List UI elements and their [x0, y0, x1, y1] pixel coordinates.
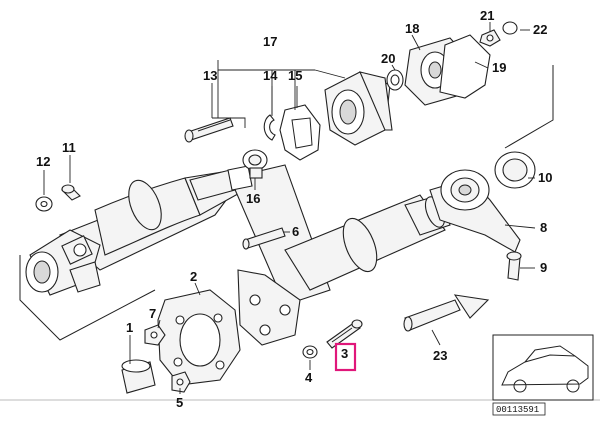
- sleeve-part-1: [121, 359, 156, 394]
- ring-part-20: [386, 69, 404, 91]
- inset-thumbnail: 00113591: [492, 334, 594, 416]
- nut-part-21: [479, 29, 501, 47]
- callout-2: 2: [190, 269, 197, 284]
- leader-lines: [43, 22, 536, 394]
- callout-6: 6: [292, 224, 299, 239]
- callout-1: 1: [126, 320, 133, 335]
- callout-13: 13: [203, 68, 217, 83]
- callout-15: 15: [288, 68, 302, 83]
- highlight-callout-3: [334, 342, 357, 372]
- reference-code: 00113591: [496, 405, 539, 415]
- callout-20: 20: [381, 51, 395, 66]
- seal-part-10: [494, 151, 536, 189]
- bolt-part-6: [242, 227, 286, 250]
- callout-3: 3: [341, 346, 348, 361]
- washer-part-4: [302, 345, 318, 359]
- ring-part-22: [502, 21, 518, 35]
- center-bearing-part-8: [429, 169, 521, 253]
- circlip-part-14: [263, 114, 276, 141]
- bolt-part-11: [61, 184, 81, 201]
- callout-14: 14: [263, 68, 278, 83]
- callout-23: 23: [433, 348, 447, 363]
- callout-5: 5: [176, 395, 183, 410]
- front-universal-joint: [25, 229, 101, 296]
- nut-part-7: [144, 324, 166, 346]
- callout-16: 16: [246, 191, 260, 206]
- callout-10: 10: [538, 170, 552, 185]
- bolt-part-3: [326, 319, 363, 349]
- inset-frame: [492, 334, 594, 401]
- rear-flange: [237, 269, 301, 346]
- callout-11: 11: [62, 140, 76, 155]
- front-shaft-end: [189, 165, 253, 201]
- washer-part-12: [35, 196, 53, 212]
- bolt-part-9: [506, 251, 522, 281]
- callout-labels: 1 2 3 4 5 6 7 8 9 10 11 12 13 14 15 16 1…: [36, 8, 552, 410]
- callout-22: 22: [533, 22, 547, 37]
- gasket-part-19: [439, 34, 491, 99]
- callout-17: 17: [263, 34, 277, 49]
- reference-code-box: [492, 402, 546, 416]
- clamp-part-16: [242, 149, 268, 179]
- callout-19: 19: [492, 60, 506, 75]
- callout-18: 18: [405, 21, 419, 36]
- callout-9: 9: [540, 260, 547, 275]
- flex-disc-part-2: [157, 289, 241, 386]
- lock-plate-part-15: [279, 104, 321, 161]
- grease-tube-part-23: [403, 294, 490, 332]
- callout-7: 7: [149, 306, 156, 321]
- callout-21: 21: [480, 8, 494, 23]
- nut-part-5: [171, 371, 191, 393]
- bolt-part-13: [184, 117, 234, 143]
- center-joint-hub: [324, 71, 393, 146]
- callout-4: 4: [305, 370, 313, 385]
- callout-8: 8: [540, 220, 547, 235]
- callout-12: 12: [36, 154, 50, 169]
